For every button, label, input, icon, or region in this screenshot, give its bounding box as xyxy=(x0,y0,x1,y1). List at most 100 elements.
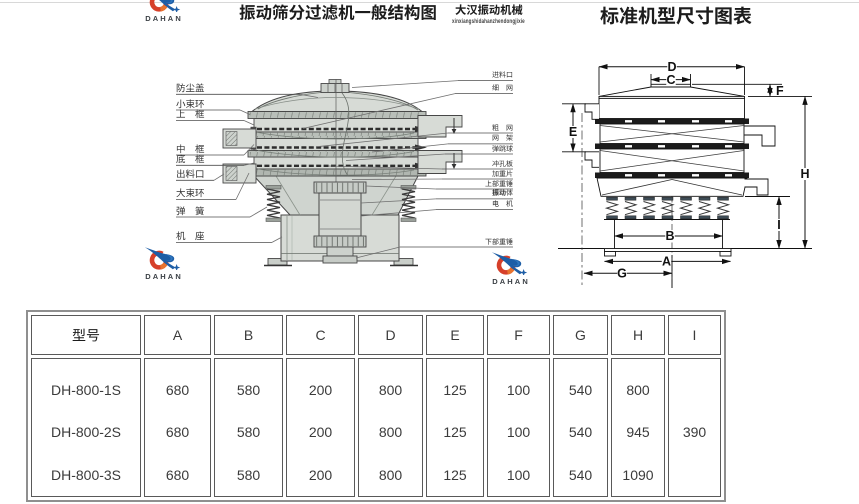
structure-diagram-title xyxy=(239,3,437,23)
motor-assembly xyxy=(313,181,367,264)
col-header-7: G xyxy=(553,315,608,355)
table-value: 800 xyxy=(626,382,650,398)
left-spout-upper xyxy=(222,128,257,149)
right-spout-lower xyxy=(417,150,463,174)
model-name: DH-800-3S xyxy=(50,466,122,483)
table-value: 580 xyxy=(236,382,261,398)
model-name: DH-800-2S xyxy=(50,424,122,441)
dahan-logo-icon xyxy=(144,247,181,270)
dahan-logo-text: DAHAN xyxy=(492,276,530,286)
table-value: 200 xyxy=(308,466,333,483)
table-value: 100 xyxy=(506,466,531,483)
label-motor xyxy=(455,200,513,208)
brand-logo-top: DAHAN xyxy=(140,0,186,22)
structure-diagram xyxy=(176,79,513,267)
table-value: 1090 xyxy=(622,466,654,483)
label-punched-plate xyxy=(455,159,513,168)
dimension-letter-i: I xyxy=(777,218,780,232)
model-column: DH-800-1S DH-800-2S DH-800-3S xyxy=(31,358,141,498)
table-value: 390 xyxy=(682,423,707,440)
table-value: 580 xyxy=(236,424,261,441)
label-vibrating-body xyxy=(455,189,513,197)
model-name: DH-800-1S xyxy=(50,382,122,398)
label-weight-piece xyxy=(455,169,513,178)
header-divider xyxy=(0,2,859,3)
table-value: 125 xyxy=(443,382,467,398)
label-large-clamp-ring xyxy=(176,188,205,199)
spring-left xyxy=(265,185,282,222)
dimension-letter-h: H xyxy=(800,167,809,181)
size-chart-title xyxy=(600,6,752,28)
dimension-letter-c: C xyxy=(666,73,675,87)
label-bouncing-ball xyxy=(455,144,513,153)
col-header-3: C xyxy=(286,315,355,355)
table-value: 680 xyxy=(165,466,190,483)
label-dust-cover xyxy=(176,83,205,94)
table-value: 800 xyxy=(378,466,403,483)
spring-right xyxy=(400,185,417,222)
dimension-diagram: D C F E H I B A G xyxy=(558,60,812,288)
label-upper-frame xyxy=(176,109,205,120)
table-value: 580 xyxy=(236,466,261,483)
dimension-letter-e: E xyxy=(569,125,577,139)
label-spring xyxy=(176,205,205,217)
table-value: 800 xyxy=(378,382,403,398)
value-column: 100 100 100 xyxy=(487,358,550,498)
dahan-logo-text: DAHAN xyxy=(145,271,183,281)
merged-i-column: 390 xyxy=(668,358,721,498)
dimension-lines: D C F E H I B A G xyxy=(558,60,812,288)
dimension-letter-g: G xyxy=(617,267,627,281)
table-value: 540 xyxy=(568,466,593,483)
label-coarse-mesh xyxy=(455,123,513,132)
col-header-5: E xyxy=(426,315,484,355)
table-value: 540 xyxy=(568,424,593,441)
value-column: 125 125 125 xyxy=(426,358,484,498)
value-column: 540 540 540 xyxy=(553,358,608,498)
label-middle-frame xyxy=(176,143,205,155)
label-bottom-frame xyxy=(176,154,205,165)
label-fine-mesh xyxy=(455,84,513,92)
label-small-clamp-ring xyxy=(176,98,205,110)
dimension-letter-b: B xyxy=(665,229,674,243)
label-upper-weight xyxy=(455,179,513,188)
table-value: 680 xyxy=(165,424,190,441)
brand-logo-watermark-right: DAHAN xyxy=(487,250,533,286)
table-value: 800 xyxy=(378,424,403,441)
value-column: 800 945 1090 xyxy=(611,358,665,498)
brand-subtext: xinxiangshidahanzhendongjixie xyxy=(452,17,525,25)
table-value: 125 xyxy=(443,466,467,483)
value-column: 580 580 580 xyxy=(214,358,283,498)
table-value: 125 xyxy=(443,424,467,441)
table-value: 945 xyxy=(626,424,650,441)
label-mesh-frame xyxy=(455,134,513,142)
label-machine-base xyxy=(176,231,205,242)
col-header-9: I xyxy=(668,315,721,355)
discharge-outlet xyxy=(222,163,257,184)
col-header-6: F xyxy=(487,315,550,355)
table-value: 100 xyxy=(506,424,531,441)
dimension-letter-d: D xyxy=(667,60,676,74)
dimension-letter-f: F xyxy=(776,84,784,98)
label-feed-inlet xyxy=(455,71,513,79)
label-discharge-outlet xyxy=(176,169,205,180)
brand-name xyxy=(455,3,523,17)
brand-logo-watermark-left: DAHAN xyxy=(140,245,186,281)
machine-outline xyxy=(584,76,776,288)
table-value: 540 xyxy=(568,382,593,398)
table-value: 100 xyxy=(506,382,531,398)
table-value: 200 xyxy=(308,424,333,441)
callout-lines xyxy=(176,80,513,259)
col-header-2: B xyxy=(214,315,283,355)
dahan-logo-icon xyxy=(149,0,181,12)
label-lower-weight xyxy=(455,237,513,246)
col-header-1: A xyxy=(144,315,211,355)
right-spout-upper xyxy=(417,115,463,138)
col-header-8: H xyxy=(611,315,665,355)
col-header-4: D xyxy=(358,315,423,355)
